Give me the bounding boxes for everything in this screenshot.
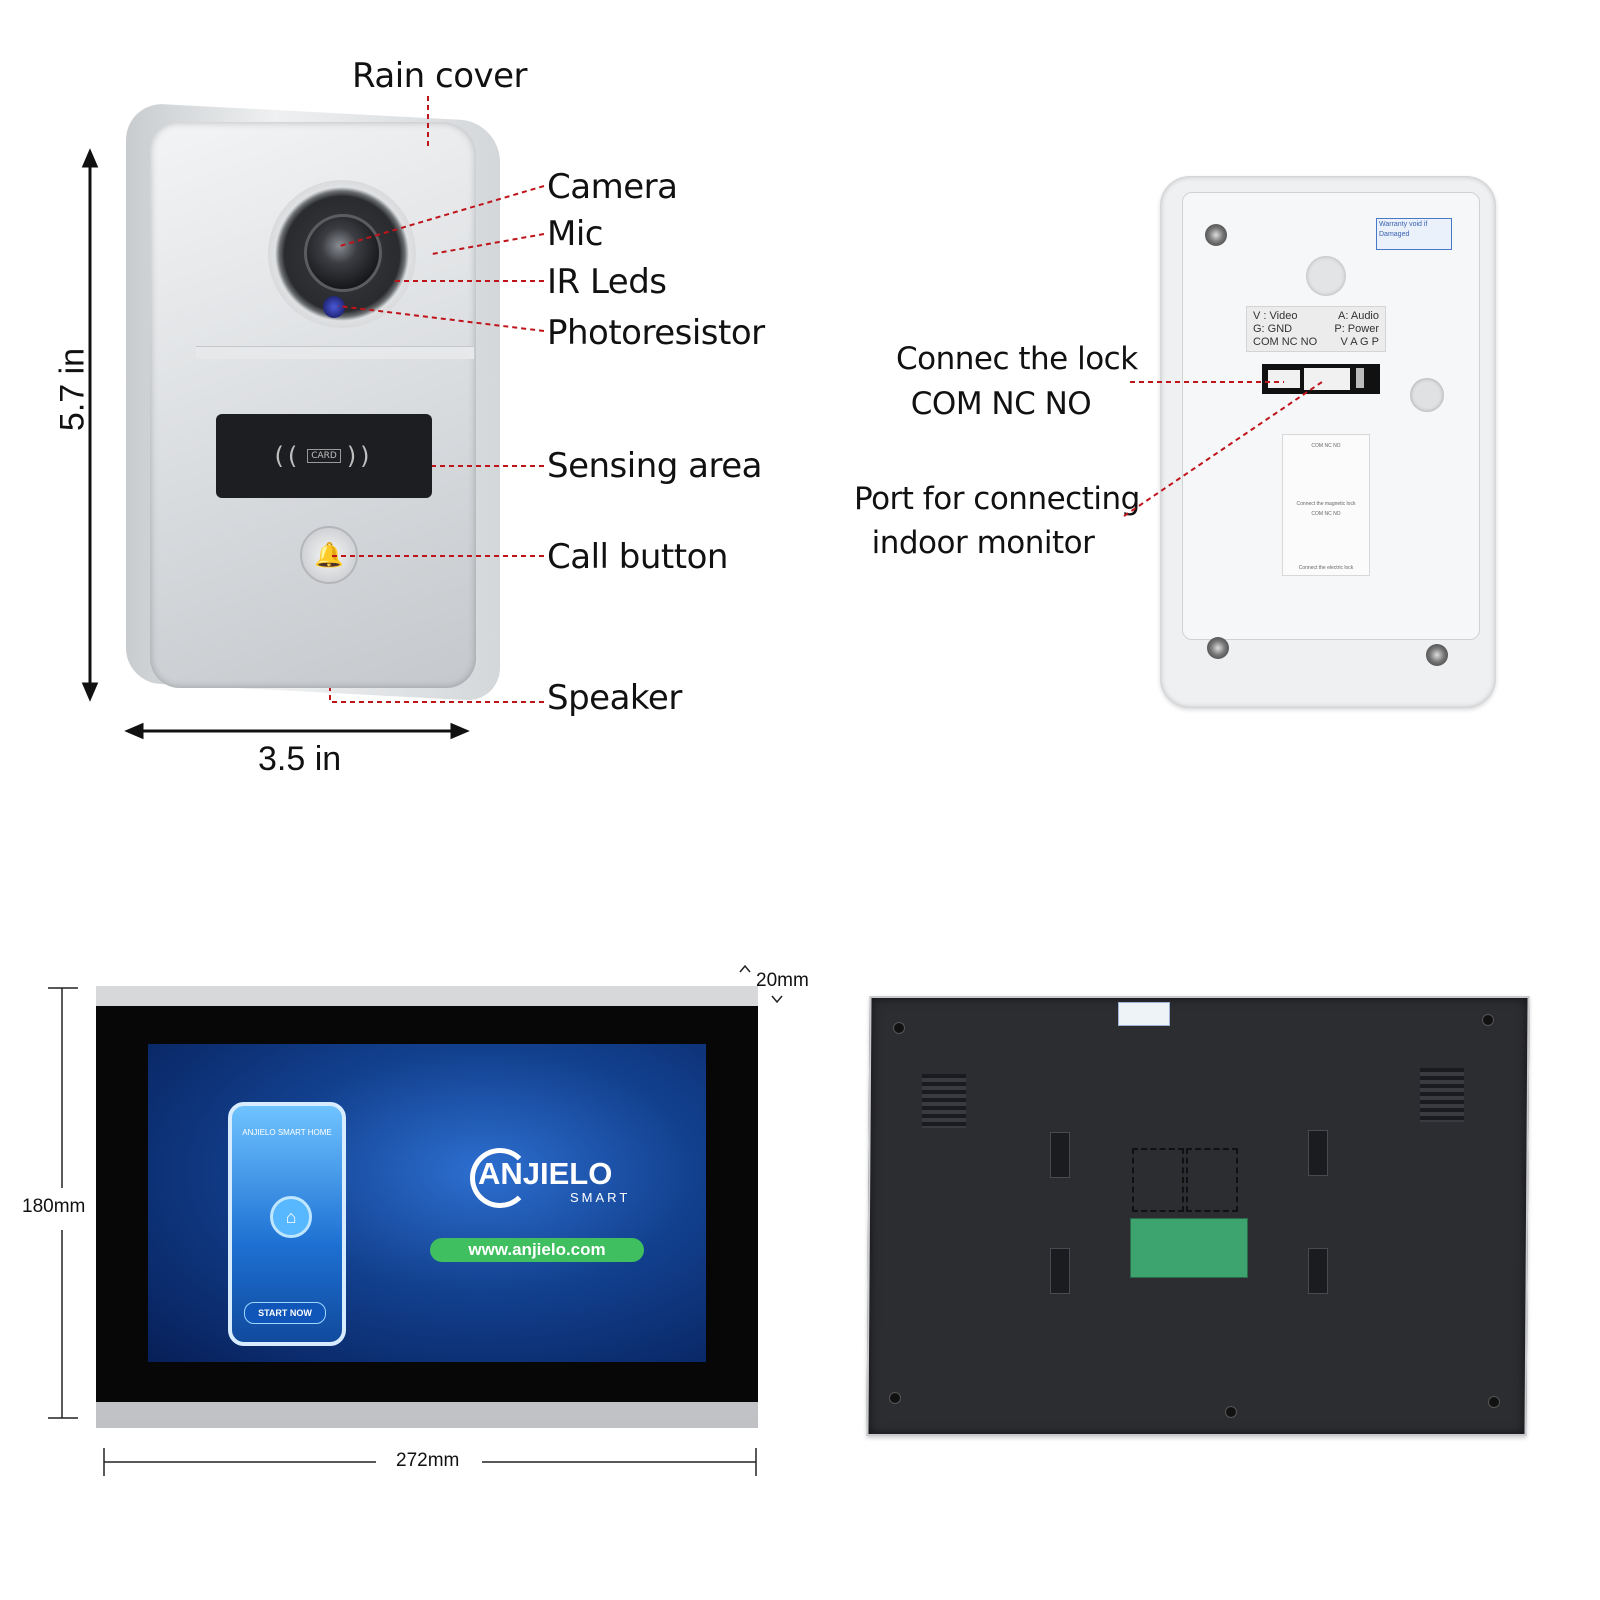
diagram-caption-magnetic: Connect the magnetic lock [1296,501,1356,507]
pin-legend-item: P: Power [1334,323,1379,335]
label-photoresistor: Photoresistor [547,313,765,353]
dimension-height-monitor: 180mm [22,1196,86,1218]
depth-caret-top [739,964,751,973]
arrowhead-left [124,722,144,740]
monitor-connector [1304,368,1350,390]
brand-logo-ring [470,1148,530,1208]
arrowhead-top [81,148,99,168]
house-icon: ⌂ [270,1196,312,1238]
card-text: CARD [307,449,341,463]
monitor-back-housing [866,996,1530,1436]
label-speaker: Speaker [547,678,682,718]
pin-legend-item: V A G P [1340,336,1379,348]
speaker-vent-left [922,1074,966,1128]
diagram-caption-electric: Connect the electric lock [1298,565,1354,571]
screw-icon [1205,224,1227,246]
pin-legend-item: COM NC NO [1253,336,1318,348]
mount-clip [1050,1248,1070,1294]
brand-logo-sub: SMART [570,1190,631,1205]
pin-legend-item: G: GND [1253,323,1293,335]
start-now-button: START NOW [244,1302,326,1324]
corner-screw-hole [1488,1396,1500,1408]
website-url: www.anjielo.com [430,1238,644,1262]
label-port-line1: Port for connecting [854,481,1140,517]
rfid-sensing-panel: (( CARD )) [216,414,432,498]
mount-notch [1306,256,1346,296]
photoresistor-sensor [323,296,345,318]
label-port-line2: indoor monitor [871,525,1095,561]
dimension-height-doorbell: 5.7 in [53,347,92,432]
speaker-vent-right [1420,1068,1464,1122]
screw-icon [1207,637,1229,659]
dimension-width-monitor: 272mm [390,1450,466,1472]
diagram-pins-bottom: COM NC NO [1311,511,1341,517]
corner-screw-hole [889,1392,901,1404]
warranty-text: Warranty void if Damaged [1379,221,1428,238]
warranty-sticker: Warranty void if Damaged [1376,218,1452,250]
corner-screw-hole [893,1022,905,1034]
cable-hole [1410,378,1444,412]
mount-slot [1186,1148,1238,1212]
label-lock-line2: COM NC NO [910,386,1092,422]
dimension-width-doorbell: 3.5 in [258,740,342,778]
camera-lens [304,214,382,292]
lock-connector [1268,370,1300,388]
corner-screw-hole [1225,1406,1237,1418]
pin-legend-item: A: Audio [1338,310,1379,322]
arrowhead-right [450,722,470,740]
pin-legend-item: V : Video [1253,310,1298,322]
label-sensing-area: Sensing area [547,446,762,486]
label-mic: Mic [547,214,603,254]
corner-screw-hole [1482,1014,1494,1026]
mount-slot [1132,1148,1184,1212]
monitor-back-sticker [1118,1002,1170,1026]
label-camera: Camera [547,167,678,207]
rfid-wave-icon: (( [274,442,302,470]
mount-clip [1308,1248,1328,1294]
arrowhead-bottom [81,682,99,702]
call-button: 🔔 [300,526,358,584]
mount-clip [1308,1130,1328,1176]
depth-caret-bottom [771,995,783,1004]
label-rain-cover: Rain cover [352,56,528,96]
rfid-wave-icon-right: )) [346,442,374,470]
label-ir-leds: IR Leds [547,262,667,302]
screw-icon [1426,644,1448,666]
doorbell-faceplate-seam [196,346,474,359]
wiring-diagram-sticker: COM NC NO Connect the magnetic lock COM … [1282,434,1370,576]
diagram-pins-top: COM NC NO [1311,443,1341,449]
phone-app-title: ANJIELO SMART HOME [242,1128,332,1137]
connector-switch [1356,368,1364,388]
label-call-button: Call button [547,537,728,577]
pin-legend-sticker: V : Video A: Audio G: GND P: Power COM NC … [1246,306,1386,352]
circuit-board [1130,1218,1248,1278]
brand-logo: ANJIELO [478,1156,613,1191]
mount-clip [1050,1132,1070,1178]
label-lock-line1: Connec the lock [896,341,1138,377]
dimension-depth-monitor: 20mm [756,970,809,991]
bell-icon: 🔔 [314,541,344,569]
